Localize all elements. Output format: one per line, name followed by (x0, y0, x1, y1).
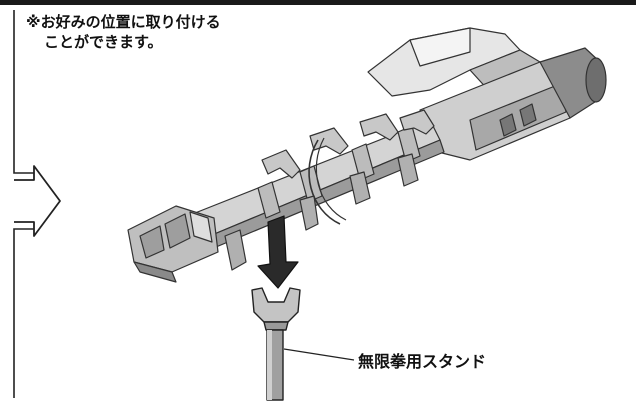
placement-note-line1: ※お好みの位置に取り付ける (26, 13, 221, 31)
placement-note-line2: ことができます。 (44, 33, 163, 51)
arrow-right-icon (14, 165, 61, 237)
arm-assembly (127, 27, 607, 283)
callout-leader (283, 348, 355, 361)
placement-note: ※お好みの位置に取り付ける ことができます。 (26, 12, 221, 52)
arrow-down-icon (257, 215, 299, 289)
top-rule (0, 0, 636, 5)
stand-label: 無限拳用スタンド (358, 352, 487, 371)
infinite-fist-stand (251, 287, 301, 401)
left-bracket (13, 10, 34, 398)
